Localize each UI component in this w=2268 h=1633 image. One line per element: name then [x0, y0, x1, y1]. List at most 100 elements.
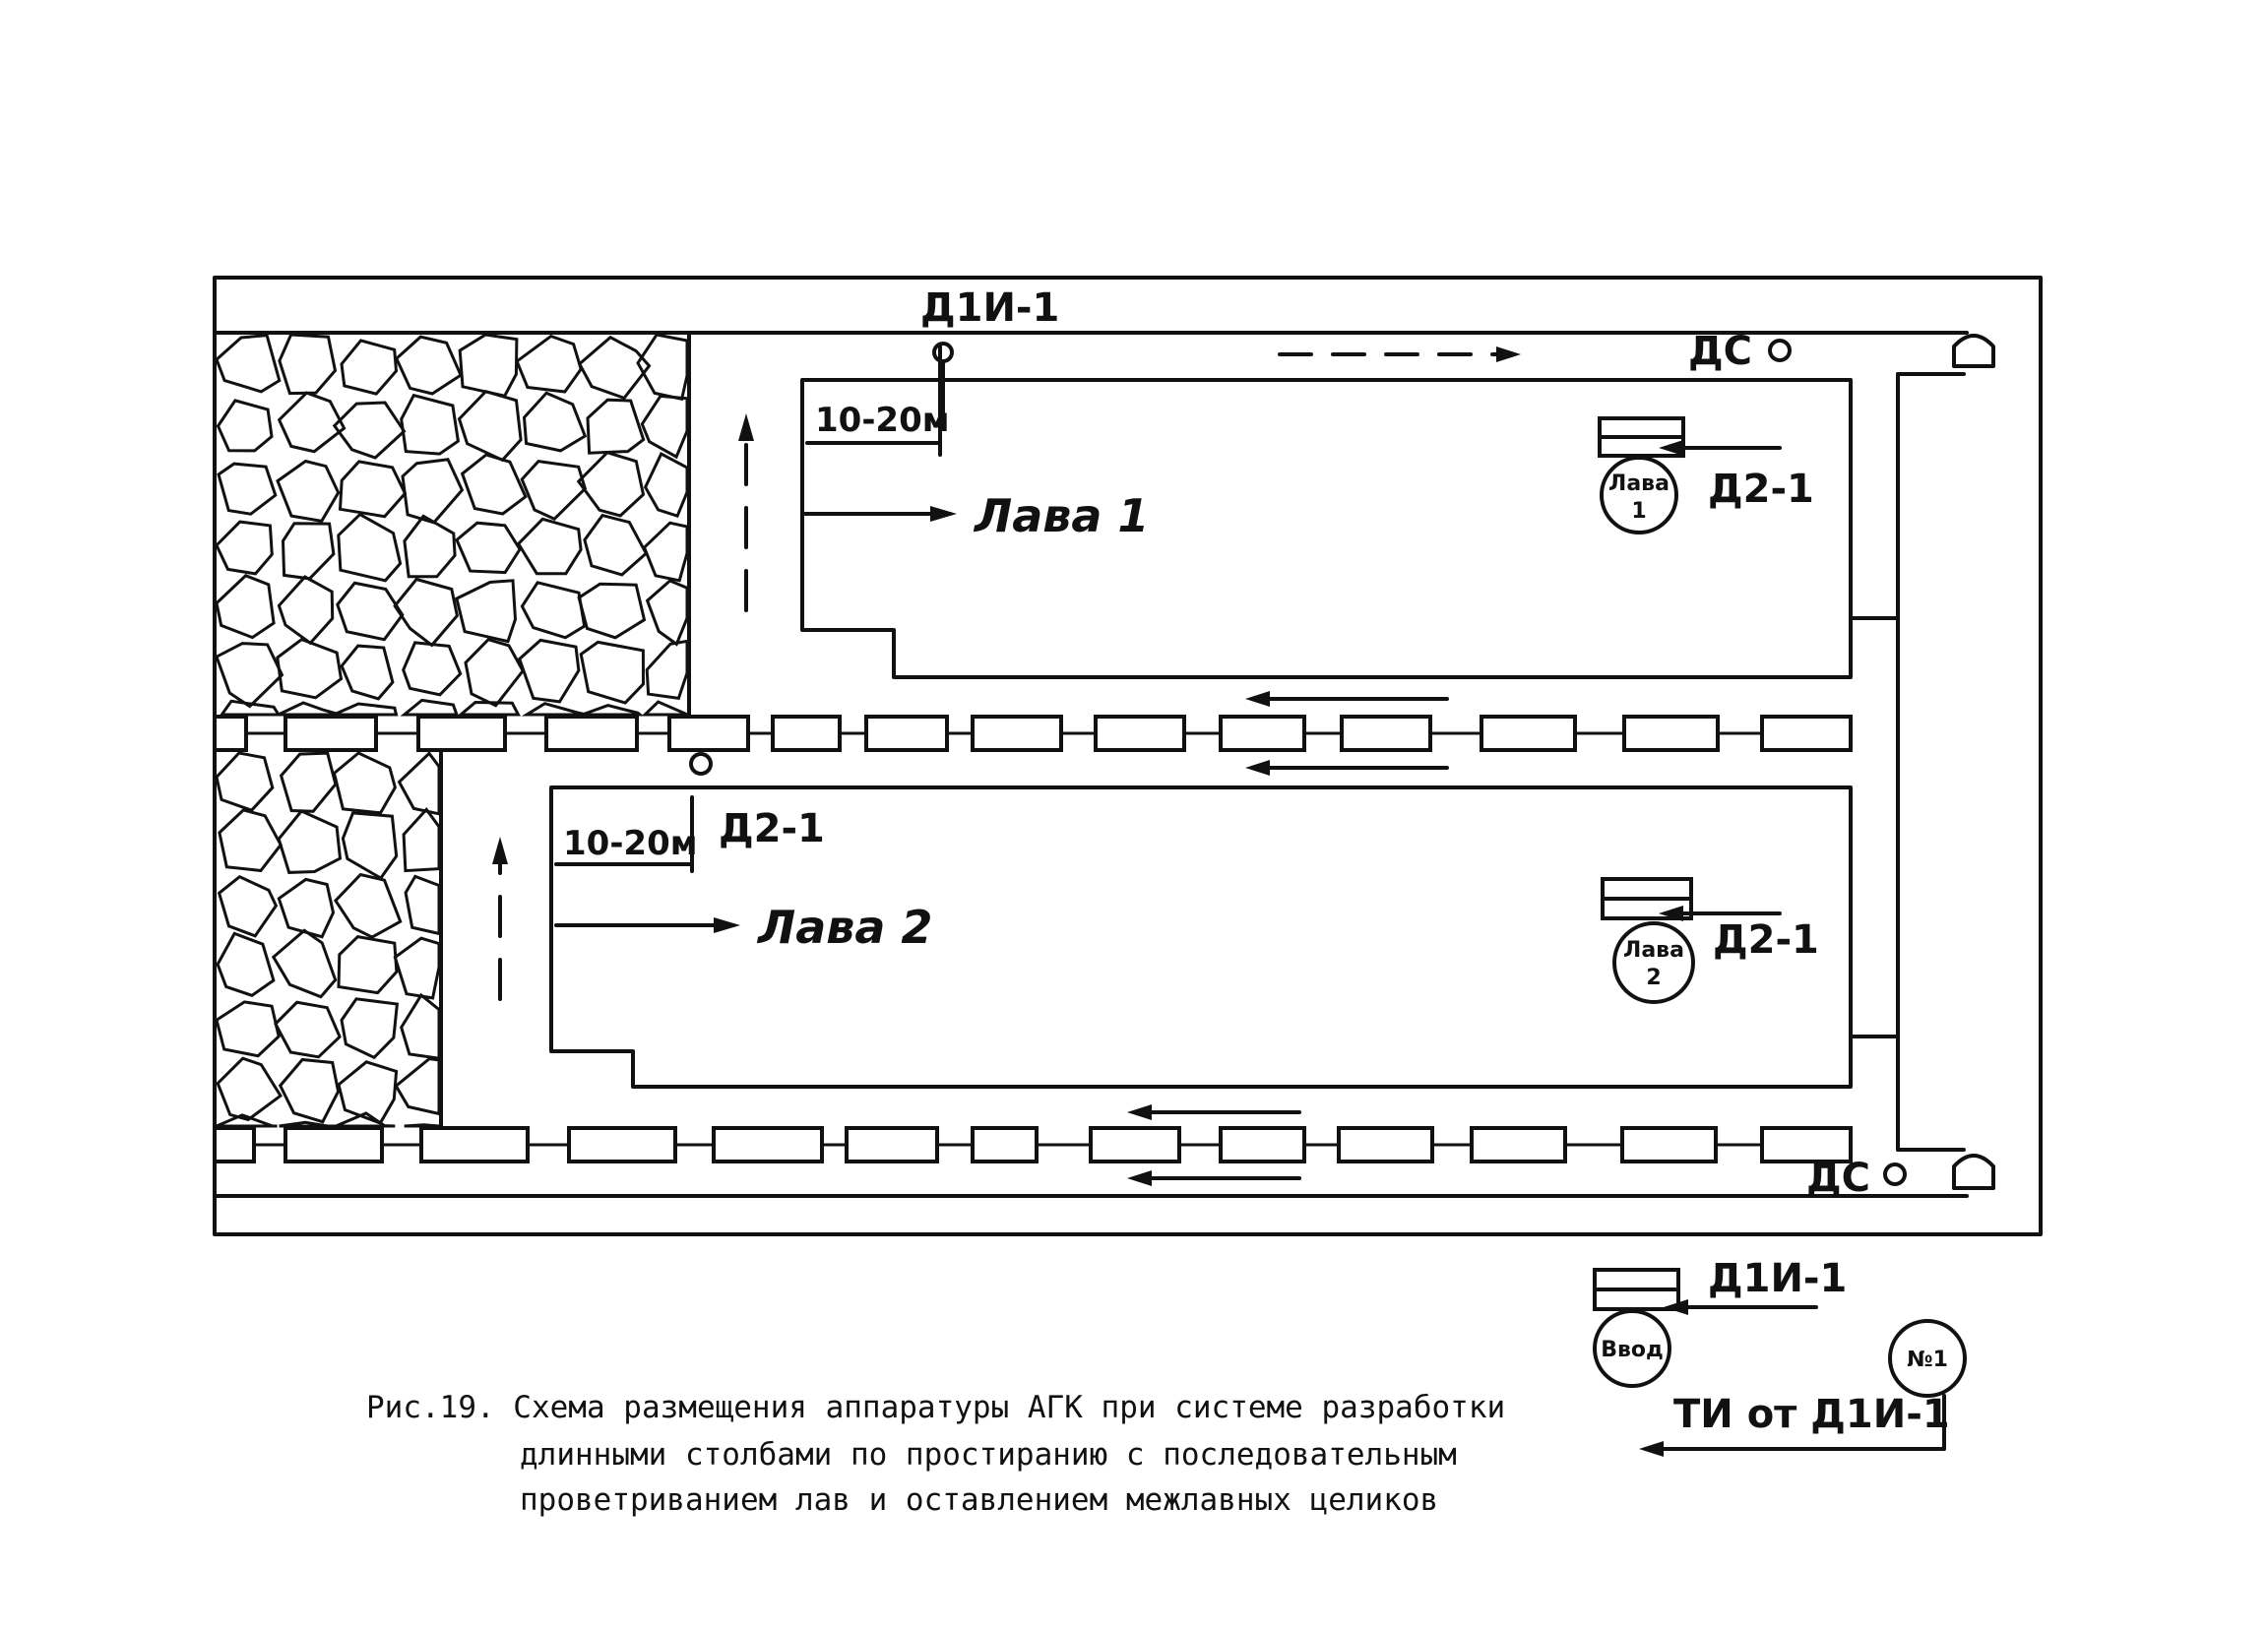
rubble-block [645, 579, 689, 647]
rubble-block [581, 704, 645, 717]
rubble-block [216, 399, 274, 453]
lava1-panel [800, 378, 1853, 679]
rubble-block [402, 641, 463, 697]
rubble-block [277, 391, 346, 454]
rubble-block [277, 877, 336, 939]
rubble-block [515, 334, 583, 394]
pillar-block [1760, 715, 1853, 752]
rubble-block [520, 581, 587, 640]
pillar-block [1480, 715, 1577, 752]
rubble-block [279, 1120, 338, 1128]
rubble-block [458, 333, 519, 398]
rubble-block [333, 702, 399, 717]
signal-line-ti [1650, 1394, 1946, 1451]
rubble-block [404, 874, 441, 936]
rubble-block [219, 699, 282, 717]
rubble-block [642, 521, 689, 583]
pillar-block [1760, 1126, 1853, 1163]
rubble-block [278, 1057, 341, 1124]
rubble-block [640, 394, 689, 460]
label-ds-top: ДС [1688, 329, 1752, 374]
pillar-block [667, 715, 750, 752]
pillar-block [213, 715, 248, 752]
pillar-block [1094, 715, 1186, 752]
label-d1i-bottom: Д1И-1 [1708, 1256, 1847, 1301]
label-d21-lava2: Д2-1 [1713, 917, 1819, 963]
arrowhead-lava2 [714, 917, 740, 933]
lava2-panel [549, 785, 1853, 1089]
rubble-block [457, 390, 523, 463]
lava2-circle [1612, 921, 1695, 1004]
rubble-block [340, 339, 399, 396]
rubble-block [583, 513, 649, 577]
rubble-block [400, 393, 461, 456]
vvod-circle [1593, 1309, 1671, 1388]
arrowhead-mid-1 [1245, 691, 1270, 707]
vvod-circle-text: Ввод [1601, 1338, 1664, 1362]
rubble-block [517, 638, 581, 704]
pillar-block [845, 1126, 939, 1163]
rubble-block [279, 751, 338, 813]
rubble-block [397, 751, 441, 816]
rubble-block [277, 575, 335, 646]
caption-line-1: Рис.19. Схема размещения аппаратуры АГК … [366, 1390, 1505, 1425]
rubble-block [276, 459, 341, 523]
rubble-block [215, 520, 274, 576]
rubble-block [217, 874, 279, 938]
goaf-area-upper [215, 333, 689, 717]
pillar-block [1089, 1126, 1181, 1163]
rubble-block [332, 751, 398, 815]
rubble-block [645, 639, 689, 700]
rubble-block [394, 1057, 441, 1116]
arrowhead-ti [1639, 1441, 1664, 1457]
pillar-block [213, 1126, 256, 1163]
rubble-block [579, 640, 646, 705]
rubble-block [460, 453, 528, 516]
pillar-block [544, 715, 639, 752]
rubble-block [576, 451, 646, 518]
arrowhead-bottom-2 [1127, 1170, 1152, 1186]
lava2-circle-num: 2 [1646, 966, 1661, 990]
portal-bottom [1952, 1154, 1995, 1190]
rubble-block [333, 872, 403, 939]
pillar-block [712, 1126, 824, 1163]
pillar-block [284, 1126, 384, 1163]
pillar-row-lower [213, 1126, 1853, 1163]
rubble-block [216, 1056, 284, 1122]
label-ti: ТИ от Д1И-1 [1673, 1392, 1950, 1437]
rubble-block [218, 808, 283, 873]
arrowhead-bottom-1 [1127, 1104, 1152, 1120]
rubble-block [215, 642, 284, 709]
pillar-block [416, 715, 507, 752]
pillar-block [1219, 1126, 1306, 1163]
caption-line-2: длинными столбами по простиранию с после… [520, 1437, 1457, 1473]
lava1-circle-num: 1 [1631, 499, 1646, 524]
pillar-row-upper [213, 715, 1853, 752]
caption-line-3: проветриванием лав и оставлением межлавн… [520, 1482, 1438, 1518]
label-distance-top: 10-20м [815, 401, 950, 440]
rubble-block [338, 460, 408, 519]
lava2-circle-text: Лава [1623, 938, 1684, 963]
n1-circle-text: №1 [1907, 1348, 1948, 1372]
pillar-block [1340, 715, 1432, 752]
rubble-block [516, 517, 583, 576]
arrowhead-up-1 [738, 413, 754, 441]
rubble-block [216, 931, 276, 997]
rubble-block [271, 928, 338, 999]
rubble-block [215, 751, 275, 812]
label-d21-lava1: Д2-1 [1708, 467, 1814, 512]
rubble-block [274, 1000, 342, 1059]
rubble-block [278, 333, 338, 396]
arrowhead-up-2 [492, 837, 508, 864]
rubble-block [586, 398, 646, 455]
rubble-block [215, 333, 282, 394]
sensor-ds-bottom [1883, 1162, 1907, 1186]
rubble-block [455, 579, 518, 644]
rubble-block [337, 512, 403, 583]
sensor-ds-top [1768, 339, 1792, 362]
rubble-block [216, 1113, 278, 1128]
label-d21-middle: Д2-1 [719, 806, 825, 851]
rubble-block [636, 333, 689, 402]
pillar-block [1337, 1126, 1434, 1163]
